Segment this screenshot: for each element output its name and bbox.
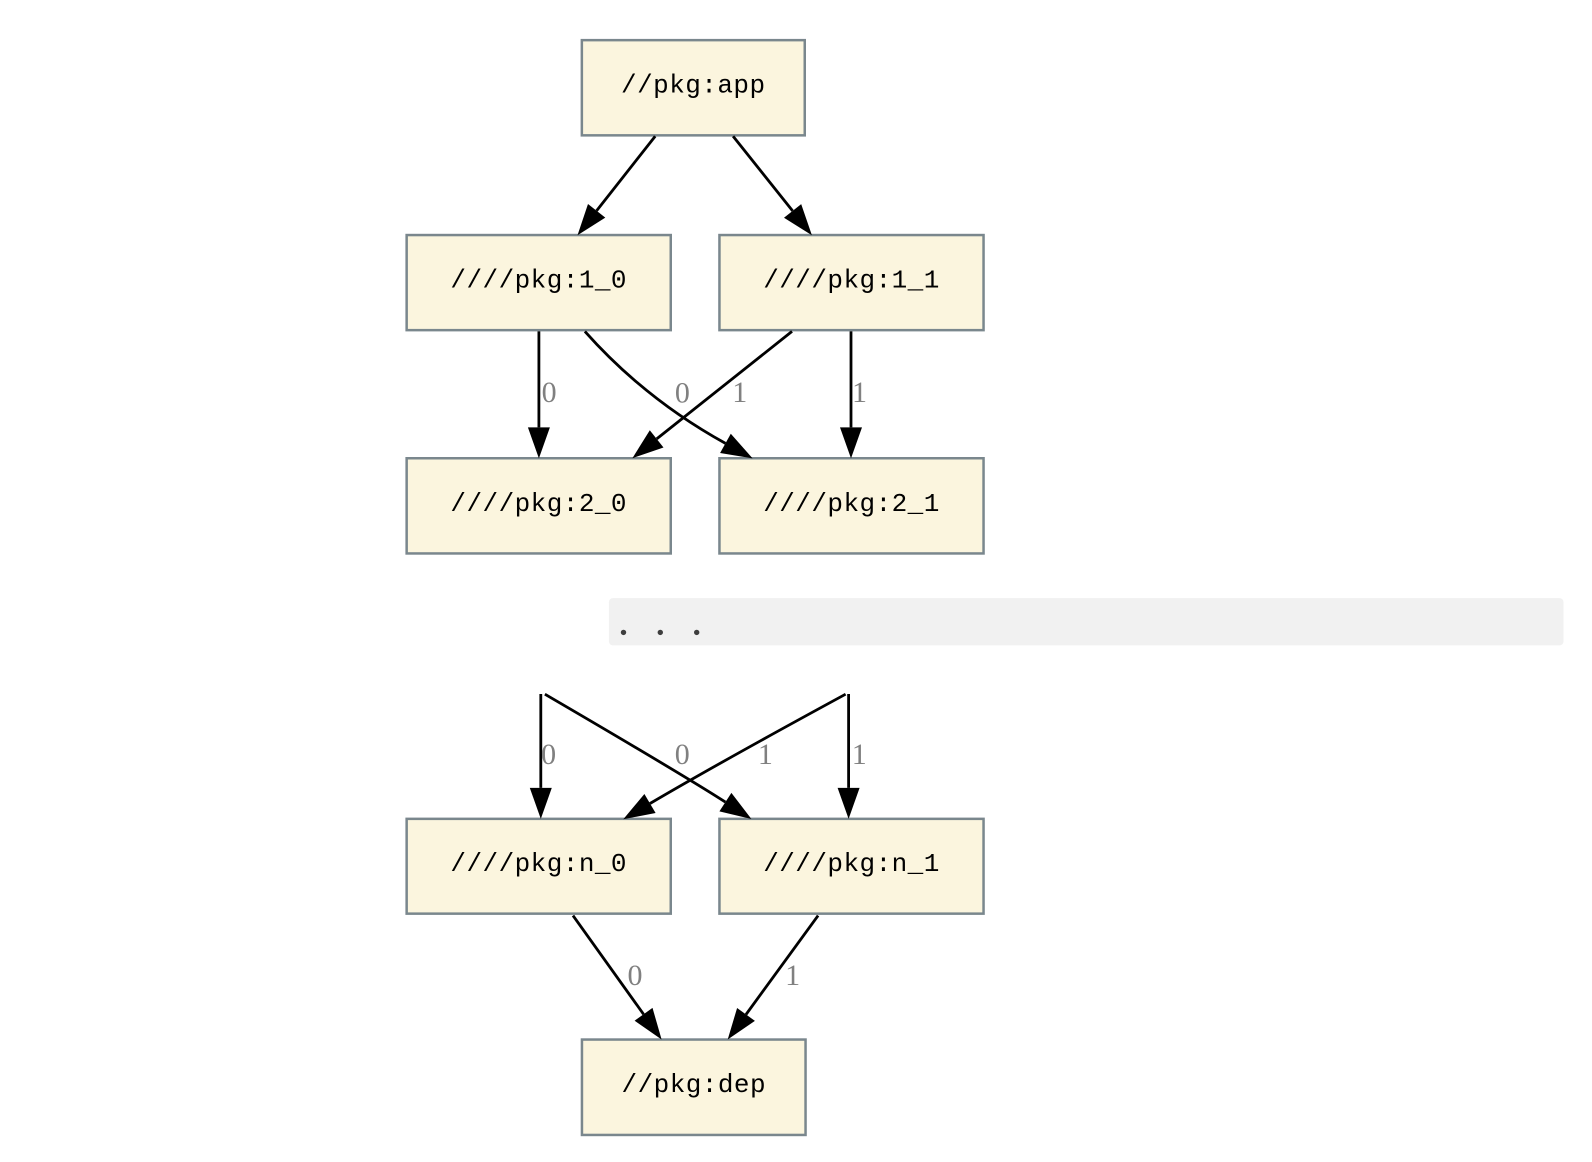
- svg-text:1: 1: [785, 959, 800, 992]
- svg-text:////pkg:2_1: ////pkg:2_1: [763, 489, 940, 519]
- svg-text:////pkg:1_1: ////pkg:1_1: [763, 266, 940, 296]
- svg-text://pkg:app: //pkg:app: [621, 71, 765, 101]
- svg-text:0: 0: [541, 738, 556, 771]
- svg-text:0: 0: [628, 959, 643, 992]
- svg-text:////pkg:n_1: ////pkg:n_1: [763, 849, 940, 879]
- svg-text:1: 1: [732, 376, 747, 409]
- svg-text:0: 0: [542, 376, 557, 409]
- svg-text:1: 1: [758, 738, 773, 771]
- svg-text:0: 0: [675, 738, 690, 771]
- svg-text:0: 0: [675, 376, 690, 409]
- svg-text:1: 1: [852, 376, 867, 409]
- svg-text:////pkg:1_0: ////pkg:1_0: [450, 266, 627, 296]
- svg-text:////pkg:2_0: ////pkg:2_0: [450, 489, 627, 519]
- svg-text://pkg:dep: //pkg:dep: [622, 1070, 766, 1100]
- svg-text:1: 1: [852, 738, 867, 771]
- svg-text:////pkg:n_0: ////pkg:n_0: [450, 849, 627, 879]
